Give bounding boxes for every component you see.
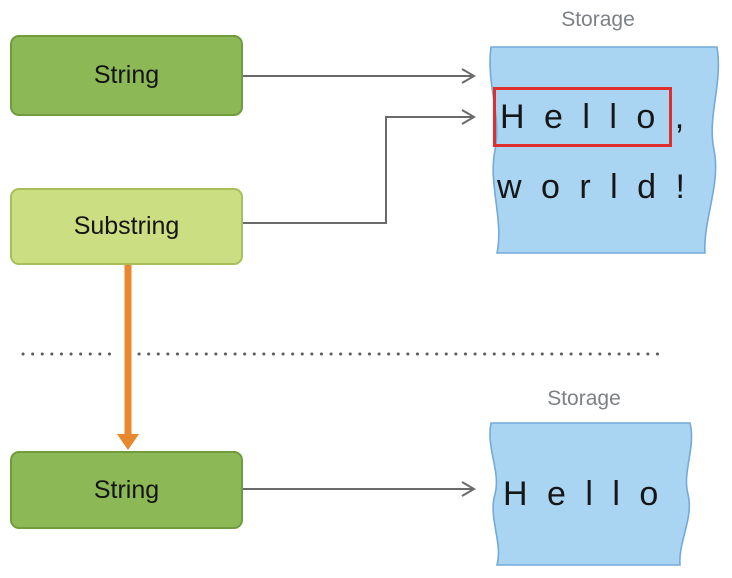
storage-title-top: Storage	[561, 8, 635, 31]
storage-shape-top	[489, 46, 720, 254]
storage-shape-top-path	[489, 46, 720, 254]
substring-to-string-conversion-arrow	[117, 265, 139, 450]
string-box-bottom: String	[10, 451, 243, 529]
storage-text-line1: H e l l o ,	[500, 97, 690, 136]
string-box-bottom-label: String	[93, 475, 160, 504]
substring-highlight-box	[493, 87, 672, 147]
orange-arrowhead	[117, 434, 139, 450]
storage-shape-bottom	[489, 422, 693, 566]
storage-text-bottom: H e l l o	[503, 474, 664, 513]
substring-box: Substring	[10, 188, 243, 265]
storage-text-line2: w o r l d !	[497, 167, 690, 206]
string-box-top: String	[10, 35, 243, 116]
arrow-substring-to-storage	[243, 109, 476, 224]
substring-box-label: Substring	[73, 212, 180, 240]
storage-shape-bottom-path	[489, 422, 693, 566]
arrow-string-to-new-storage	[243, 481, 476, 497]
arrow-string-to-storage	[243, 68, 476, 84]
storage-title-bottom: Storage	[547, 387, 621, 410]
string-box-top-label: String	[93, 61, 160, 89]
